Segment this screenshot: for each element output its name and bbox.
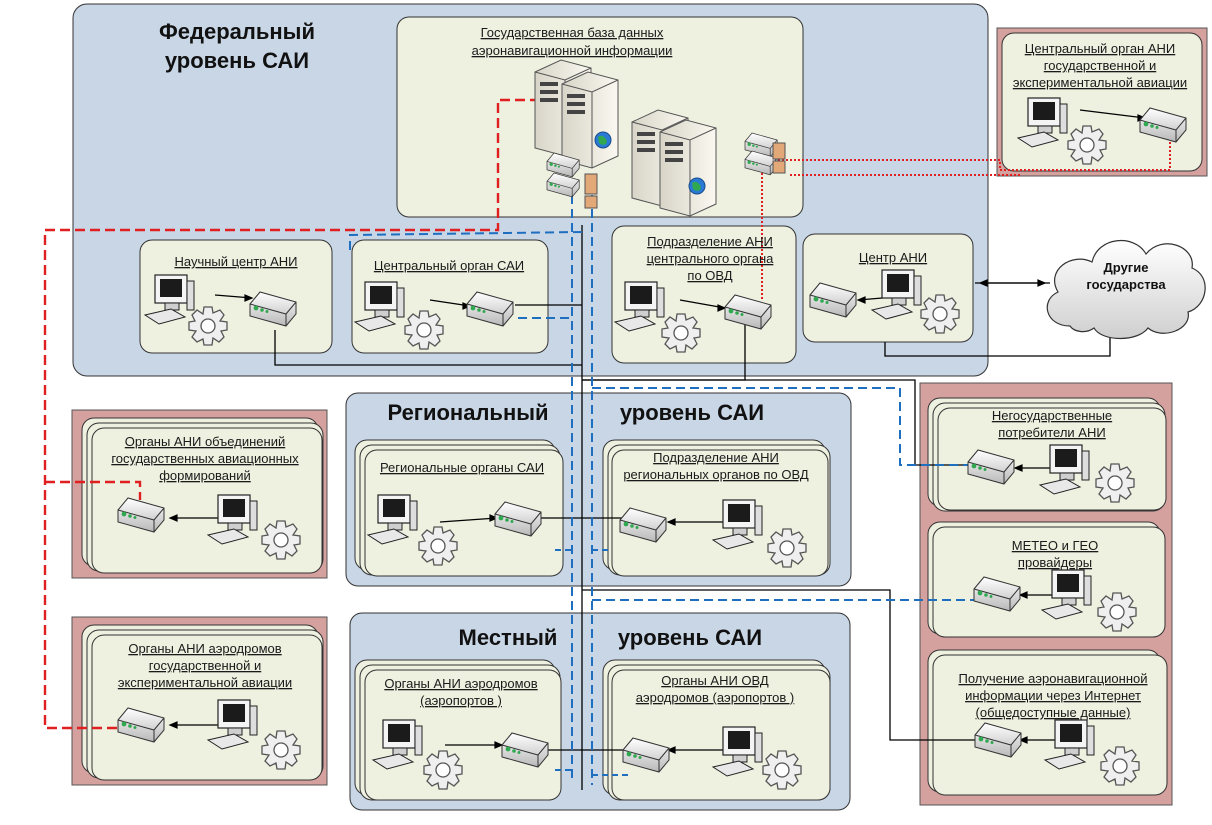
svg-text:Получение аэронавигационной: Получение аэронавигационной	[958, 671, 1147, 686]
svg-text:центрального органа: центрального органа	[647, 251, 775, 266]
federal-level-title: Федеральный уровень САИ	[159, 19, 315, 73]
ani-aerodromes-label: Органы АНИ аэродромов (аэропортов )	[384, 676, 537, 708]
svg-text:провайдеры: провайдеры	[1018, 555, 1092, 570]
ani-subdivision-central-panel	[611, 225, 797, 364]
cloud-icon	[1046, 240, 1206, 339]
svg-text:Негосударственные: Негосударственные	[992, 408, 1112, 423]
gear-icon	[418, 526, 458, 566]
red-dashed-line	[43, 98, 540, 730]
svg-text:экспериментальной авиации: экспериментальной авиации	[118, 675, 292, 690]
svg-text:информации через Интернет: информации через Интернет	[965, 688, 1141, 703]
ani-unions-label: Органы АНИ объединений государственных а…	[111, 434, 299, 483]
central-ani-label: Центральный орган АНИ государственной и …	[1013, 41, 1187, 90]
svg-text:Центральный орган АНИ: Центральный орган АНИ	[1025, 41, 1176, 56]
internet-label: Получение аэронавигационной информации ч…	[958, 671, 1147, 720]
ani-aerodromes-panel	[364, 669, 562, 801]
globe-icon	[594, 131, 612, 149]
gear-icon	[920, 294, 960, 334]
gear-icon	[1095, 463, 1135, 503]
gear-icon	[423, 750, 463, 790]
gear-icon	[261, 730, 301, 770]
svg-text:Научный центр АНИ: Научный центр АНИ	[174, 254, 297, 269]
ani-subdivision-regional-label: Подразделение АНИ региональных органов п…	[623, 450, 809, 482]
svg-text:Государственная база данных: Государственная база данных	[481, 25, 664, 40]
svg-text:Другие: Другие	[1104, 260, 1149, 275]
gear-icon	[261, 520, 301, 560]
gear-icon	[661, 313, 701, 353]
svg-text:Федеральный: Федеральный	[159, 19, 315, 44]
svg-text:региональных органов по ОВД: региональных органов по ОВД	[623, 467, 809, 482]
other-states-label: Другие государства	[1086, 260, 1166, 292]
svg-text:уровень САИ: уровень САИ	[618, 625, 762, 650]
red-dotted-line	[770, 140, 1171, 171]
svg-text:аэронавигационной информации: аэронавигационной информации	[472, 43, 673, 58]
gear-icon	[404, 310, 444, 350]
regional-sai-label: Региональные органы САИ	[380, 460, 544, 475]
server-icon	[659, 119, 717, 217]
svg-text:Органы АНИ аэродромов: Органы АНИ аэродромов	[128, 641, 281, 656]
regional-sai-panel	[364, 449, 564, 577]
svg-text:Центр АНИ: Центр АНИ	[859, 250, 927, 265]
svg-text:государственной и: государственной и	[149, 658, 261, 673]
regional-level-title: Региональный уровень САИ	[387, 400, 764, 425]
gear-icon	[1067, 125, 1107, 165]
svg-text:экспериментальной авиации: экспериментальной авиации	[1013, 75, 1187, 90]
svg-text:Подразделение АНИ: Подразделение АНИ	[647, 234, 773, 249]
svg-text:аэродромов (аэропортов ): аэродромов (аэропортов )	[636, 690, 795, 705]
nonstate-consumers-label: Негосударственные потребители АНИ	[992, 408, 1112, 440]
svg-text:Органы АНИ аэродромов: Органы АНИ аэродромов	[384, 676, 537, 691]
gear-icon	[767, 528, 807, 568]
svg-text:Органы АНИ объединений: Органы АНИ объединений	[125, 434, 285, 449]
ani-aerodromes-state-label: Органы АНИ аэродромов государственной и …	[118, 641, 292, 690]
gear-icon	[1100, 746, 1140, 786]
svg-text:Органы АНИ ОВД: Органы АНИ ОВД	[661, 673, 769, 688]
ani-center-label: Центр АНИ	[859, 250, 927, 265]
svg-text:Центральный орган САИ: Центральный орган САИ	[374, 258, 524, 273]
central-sai-label: Центральный орган САИ	[374, 258, 524, 273]
server-icon	[561, 71, 619, 169]
svg-text:Региональные органы САИ: Региональные органы САИ	[380, 460, 544, 475]
gear-icon	[762, 750, 802, 790]
svg-text:Подразделение АНИ: Подразделение АНИ	[653, 450, 779, 465]
svg-text:государственной и: государственной и	[1044, 58, 1156, 73]
ani-aerodromes-state-panel	[91, 634, 323, 781]
svg-text:(аэропортов ): (аэропортов )	[420, 693, 502, 708]
ani-subdivision-central-label: Подразделение АНИ центрального органа по…	[647, 234, 775, 283]
local-level-title: Местный уровень САИ	[459, 625, 763, 650]
gear-icon	[188, 306, 228, 346]
svg-text:формирований: формирований	[159, 468, 251, 483]
svg-text:Местный: Местный	[459, 625, 558, 650]
svg-text:по ОВД: по ОВД	[687, 268, 732, 283]
svg-text:МЕТЕО и ГЕО: МЕТЕО и ГЕО	[1012, 538, 1099, 553]
science-center-label: Научный центр АНИ	[174, 254, 297, 269]
svg-text:государственных авиационных: государственных авиационных	[111, 451, 299, 466]
ani-atc-aerodromes-label: Органы АНИ ОВД аэродромов (аэропортов )	[636, 673, 795, 705]
svg-text:государства: государства	[1086, 277, 1166, 292]
svg-text:Региональный: Региональный	[387, 400, 548, 425]
svg-text:уровень САИ: уровень САИ	[620, 400, 764, 425]
svg-text:уровень САИ: уровень САИ	[165, 48, 309, 73]
meteo-geo-label: МЕТЕО и ГЕО провайдеры	[1012, 538, 1099, 570]
gear-icon	[1097, 592, 1137, 632]
state-db-label: Государственная база данных аэронавигаци…	[472, 25, 673, 58]
svg-text:потребители АНИ: потребители АНИ	[998, 425, 1105, 440]
globe-icon	[688, 177, 706, 195]
svg-text:(общедоступные данные): (общедоступные данные)	[976, 705, 1131, 720]
